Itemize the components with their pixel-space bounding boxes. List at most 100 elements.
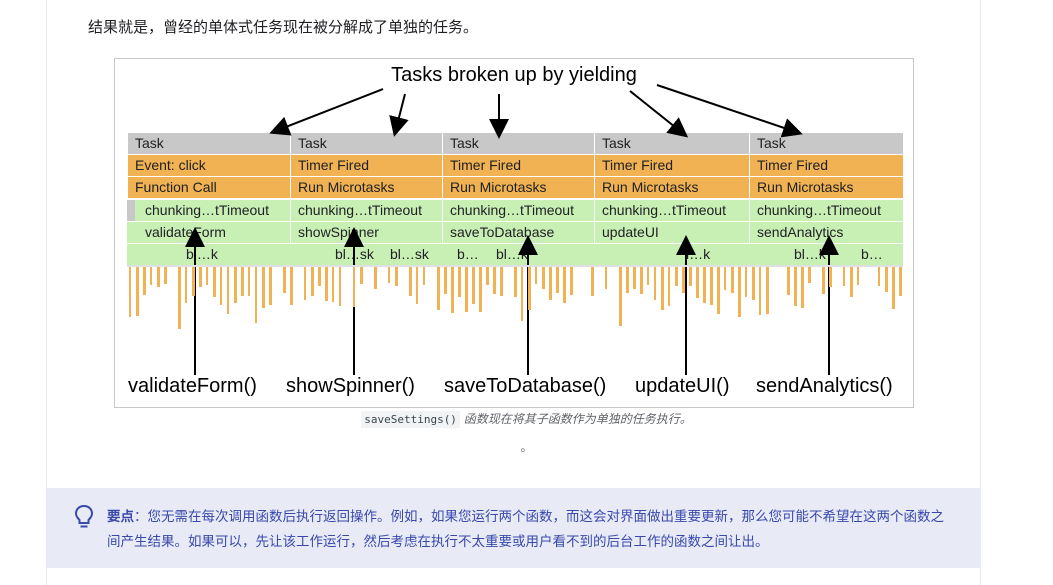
flame-tick bbox=[766, 267, 769, 314]
flame-tick bbox=[255, 267, 257, 323]
flame-tick bbox=[703, 267, 706, 303]
flame-separator bbox=[127, 265, 903, 267]
flame-tick bbox=[423, 267, 425, 285]
flame-tick bbox=[304, 267, 306, 300]
flame-tick bbox=[801, 267, 804, 308]
flame-tick bbox=[493, 267, 496, 294]
event-row: Event: click Timer Fired Timer Fired Tim… bbox=[127, 155, 903, 176]
flame-tick bbox=[535, 267, 537, 284]
flame-tick bbox=[556, 267, 559, 293]
chunk-cell: chunking…tTimeout bbox=[749, 200, 903, 221]
flame-tick bbox=[521, 267, 523, 321]
small-call-label: bl…k bbox=[794, 246, 826, 262]
flame-tick bbox=[724, 267, 726, 290]
flame-tick bbox=[654, 267, 656, 300]
flame-tick bbox=[570, 267, 573, 295]
flame-tick bbox=[206, 267, 208, 285]
flame-tick bbox=[682, 267, 685, 293]
flame-tick bbox=[136, 267, 139, 316]
key-point-note: 要点：您无需在每次调用函数后执行返回操作。例如，如果您运行两个函数，而这会对界面… bbox=[47, 488, 981, 568]
flame-tick bbox=[388, 267, 390, 283]
microtask-cell: Run Microtasks bbox=[442, 177, 594, 198]
flame-tick bbox=[626, 267, 629, 293]
timer-cell: Timer Fired bbox=[594, 155, 749, 176]
top-arrow bbox=[656, 84, 803, 138]
chunk-cell: chunking…tTimeout bbox=[594, 200, 749, 221]
arrows-layer bbox=[185, 84, 839, 375]
flame-tick bbox=[500, 267, 503, 296]
flame-tick bbox=[283, 267, 286, 293]
task-cell: Task bbox=[594, 133, 749, 154]
function-label: showSpinner() bbox=[286, 375, 415, 397]
performance-figure: Tasks broken up by yielding Task Task Ta… bbox=[114, 58, 914, 408]
flame-tick bbox=[745, 267, 747, 297]
flame-tick bbox=[661, 267, 664, 310]
flame-tick bbox=[199, 267, 202, 287]
flame-tick bbox=[227, 267, 229, 314]
flame-tick bbox=[822, 267, 825, 294]
flame-tick bbox=[269, 267, 272, 305]
flame-tick bbox=[451, 267, 454, 313]
flame-tick bbox=[619, 267, 622, 326]
flame-tick bbox=[374, 267, 377, 289]
chunk-cell: chunking…tTimeout bbox=[442, 200, 594, 221]
flame-tick bbox=[437, 267, 440, 310]
function-label: saveToDatabase() bbox=[444, 375, 607, 397]
flame-tick bbox=[752, 267, 755, 300]
caption-code: saveSettings() bbox=[361, 411, 460, 428]
top-arrow bbox=[629, 90, 689, 138]
flame-tick bbox=[717, 267, 720, 314]
small-call-label: b… bbox=[457, 246, 479, 262]
flame-tick bbox=[857, 267, 859, 285]
flame-tick bbox=[465, 267, 468, 312]
flame-tick bbox=[262, 267, 265, 308]
chunk-cell: chunking…tTimeout bbox=[290, 200, 442, 221]
flame-tick bbox=[850, 267, 853, 297]
flame-tick bbox=[885, 267, 888, 292]
lightbulb-icon bbox=[74, 504, 94, 528]
flame-tick bbox=[185, 267, 187, 303]
task-cell: Task bbox=[442, 133, 594, 154]
flame-tick bbox=[409, 267, 412, 296]
flame-tick bbox=[192, 267, 195, 296]
note-label: 要点 bbox=[107, 509, 134, 525]
microtask-cell: Run Microtasks bbox=[749, 177, 903, 198]
microtask-cell: Run Microtasks bbox=[290, 177, 442, 198]
flame-tick bbox=[514, 267, 517, 297]
flame-tick bbox=[444, 267, 447, 294]
flame-tick bbox=[563, 267, 566, 303]
task-cell: Task bbox=[749, 133, 903, 154]
event-cell: Event: click bbox=[127, 155, 290, 176]
microtask-cell: Run Microtasks bbox=[594, 177, 749, 198]
flame-tick bbox=[486, 267, 489, 285]
figure-title: Tasks broken up by yielding bbox=[391, 64, 637, 86]
small-call-row: bl…k bl…sk bl…sk b… bl…k l…k bl…k b… bbox=[127, 244, 903, 265]
intro-paragraph: 结果就是，曾经的单体式任务现在被分解成了单独的任务。 bbox=[88, 18, 479, 36]
task-row: Task Task Task Task Task bbox=[127, 133, 903, 154]
chunking-row: chunking…tTimeout chunking…tTimeout chun… bbox=[127, 200, 903, 221]
chunk-cell: chunking…tTimeout bbox=[145, 202, 269, 218]
flame-tick bbox=[290, 267, 293, 305]
flame-tick bbox=[899, 267, 902, 296]
flame-tick bbox=[591, 267, 594, 296]
flame-tick bbox=[878, 267, 880, 286]
function-cell: Function Call bbox=[127, 177, 290, 198]
flame-tick bbox=[318, 267, 321, 286]
function-label: validateForm() bbox=[128, 375, 257, 397]
flame-tick bbox=[696, 267, 699, 298]
gray-marker bbox=[127, 200, 135, 221]
flame-tick bbox=[458, 267, 461, 297]
flame-tick bbox=[311, 267, 314, 296]
flame-tick bbox=[241, 267, 244, 296]
flame-tick bbox=[549, 267, 552, 300]
flame-tick bbox=[129, 267, 131, 317]
flame-tick bbox=[731, 267, 734, 293]
flame-tick bbox=[668, 267, 670, 306]
flame-tick bbox=[542, 267, 545, 289]
small-call-label: bl…sk bbox=[390, 246, 429, 262]
flame-tick bbox=[829, 267, 832, 287]
flame-tick bbox=[647, 267, 649, 285]
flame-tick bbox=[220, 267, 222, 305]
flame-tick bbox=[479, 267, 482, 312]
flame-tick bbox=[794, 267, 797, 306]
